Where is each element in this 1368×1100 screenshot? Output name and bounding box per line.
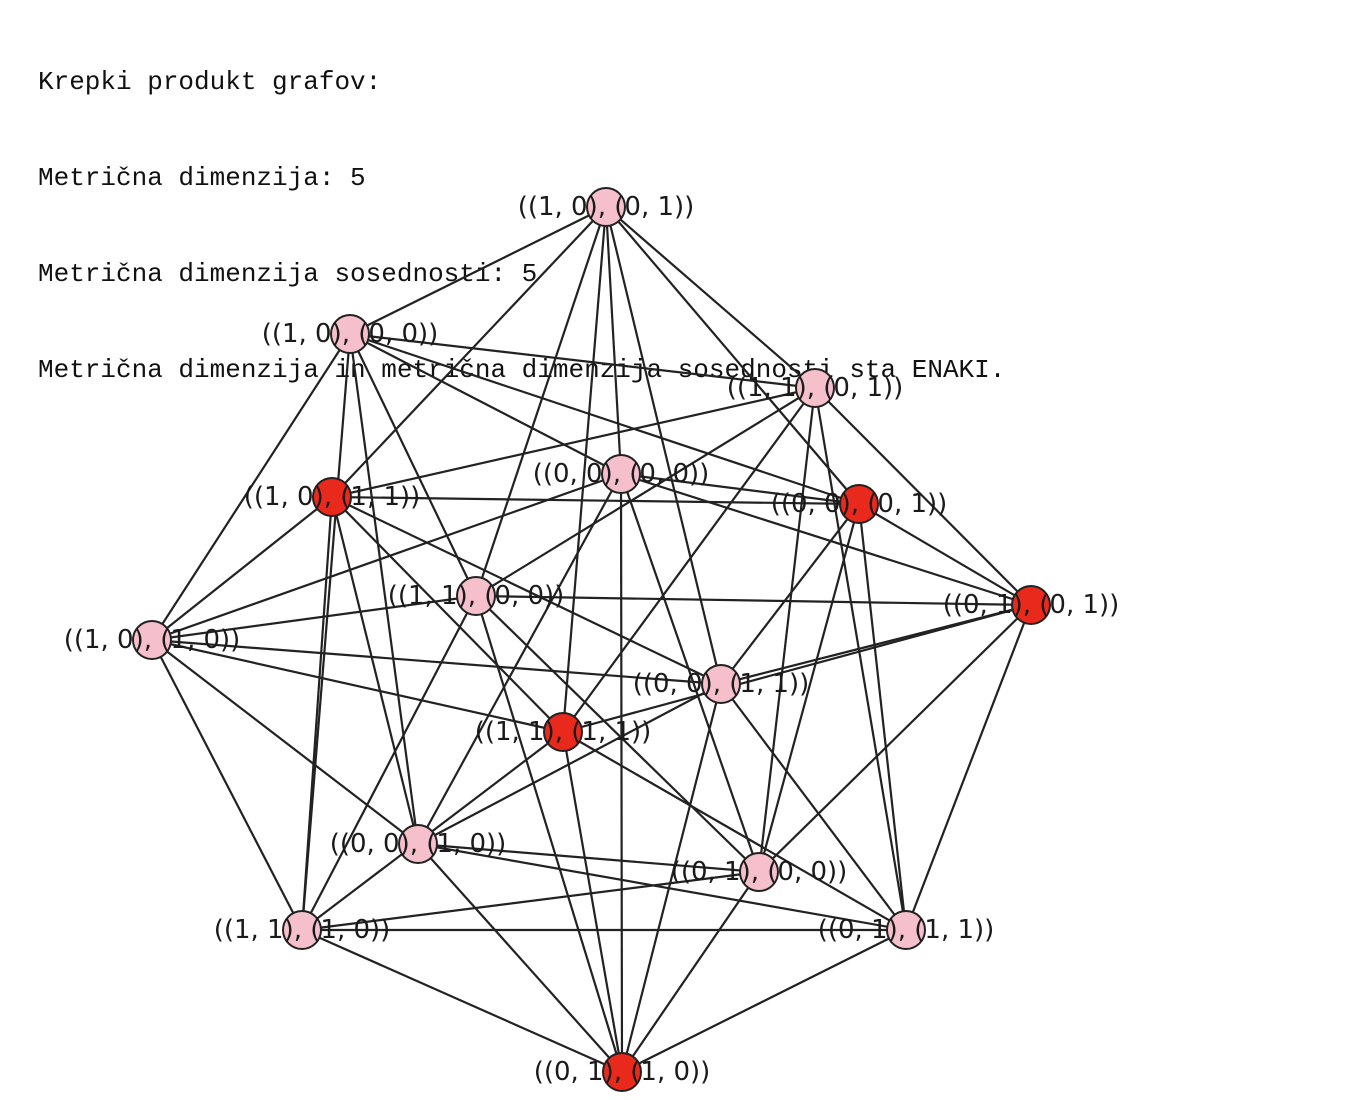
graph-node (398, 824, 438, 864)
graph-edge (349, 333, 622, 475)
graph-edge (349, 332, 860, 506)
graph-edge (300, 333, 352, 931)
graph-nodes (132, 187, 1051, 1092)
graph-edge (331, 386, 816, 499)
graph-node (886, 910, 926, 950)
graph-node-label: ((1, 1), (1, 0)) (214, 915, 391, 945)
graph-edge (151, 333, 351, 641)
graph-node-label: ((0, 1), (0, 0)) (671, 857, 848, 887)
graph-node (132, 620, 172, 660)
graph-edge (417, 843, 623, 1073)
graph-edge (858, 503, 1032, 606)
graph-node-resolving (312, 477, 352, 517)
graph-edge (151, 639, 419, 845)
graph-edge (605, 206, 860, 505)
graph-node-resolving (839, 484, 879, 524)
output-heading: Krepki produkt grafov: (38, 67, 382, 97)
graph-edge (562, 603, 1032, 734)
graph-edge (331, 206, 607, 498)
graph-edge (330, 496, 420, 845)
graph-edges (151, 206, 1033, 1074)
graph-edge (604, 206, 623, 475)
graph-edge (301, 595, 477, 931)
graph-edge (331, 496, 564, 733)
graph-edge (720, 683, 907, 931)
graph-edge (619, 473, 761, 873)
graph-node-label: ((1, 1), (0, 1)) (727, 373, 904, 403)
graph-edge (151, 639, 303, 931)
graph-node (739, 852, 779, 892)
graph-node (586, 187, 626, 227)
adjacency-dimension-line: Metrična dimenzija sosednosti: 5 (38, 259, 538, 289)
graph-edge (349, 332, 816, 390)
graph-edge (620, 683, 723, 1073)
graph-edge (151, 638, 722, 686)
graph-edge (814, 387, 1032, 606)
graph-edge (349, 333, 477, 597)
graph-edge (301, 928, 623, 1074)
graph-edge (151, 638, 564, 734)
cell-output-text: Krepki produkt grafov: Metrična dimenzij… (38, 2, 1005, 418)
graph-edge (331, 495, 860, 506)
graph-node-label: ((1, 0), (1, 0)) (64, 625, 241, 655)
graph-node-label: ((0, 1), (1, 0)) (534, 1057, 711, 1087)
graph-edge (300, 496, 334, 931)
graph-node (330, 314, 370, 354)
graph-edge (757, 503, 861, 873)
graph-edge (475, 594, 1032, 607)
graph-edge (475, 387, 816, 597)
graph-node (282, 910, 322, 950)
graph-edge (620, 472, 1032, 607)
graph-labels: ((1, 0), (0, 1)) ((1, 0), (0, 0)) ((1, 1),… (64, 192, 1120, 1087)
graph-node-label: ((1, 1), (1, 1)) (475, 717, 652, 747)
graph-edge (349, 206, 607, 335)
graph-edge (561, 206, 608, 733)
graph-edge (417, 842, 760, 874)
graph-edge (331, 496, 722, 685)
graph-edge (857, 503, 908, 931)
graph-node-label: ((0, 0), (0, 1)) (771, 489, 948, 519)
graph-node-label: ((1, 0), (1, 1)) (244, 482, 421, 512)
graph-node (456, 576, 496, 616)
graph-edge (417, 473, 622, 845)
graph-edge (758, 604, 1032, 873)
graph-node-label: ((1, 0), (0, 1)) (518, 192, 695, 222)
metric-dimension-line: Metrična dimenzija: 5 (38, 163, 366, 193)
graph-edge (417, 842, 907, 932)
graph-edge (151, 594, 477, 642)
graph-node-resolving (602, 1052, 642, 1092)
graph-edge (301, 870, 760, 932)
graph-edge (474, 206, 608, 597)
graph-node-resolving (1011, 585, 1051, 625)
graph-edge (151, 496, 333, 641)
graph-node-label: ((1, 0), (0, 0)) (262, 319, 439, 349)
graph-edge (604, 206, 723, 685)
graph-edge (475, 595, 760, 873)
graph-edge (904, 604, 1033, 931)
graph-edge (561, 731, 624, 1073)
graph-node-resolving (543, 712, 583, 752)
graph-edge (605, 206, 816, 389)
graph-edge (562, 731, 907, 931)
graph-edge (720, 503, 860, 685)
graph-edge (621, 929, 907, 1073)
graph-node (701, 664, 741, 704)
graph-node (601, 454, 641, 494)
graph-edge (474, 595, 624, 1073)
graph-node-label: ((0, 0), (1, 0)) (330, 829, 507, 859)
graph-edge (619, 473, 624, 1073)
graph-edge (620, 472, 860, 506)
graph-edge (813, 387, 908, 931)
graph-edge (348, 333, 420, 845)
graph-edge (757, 387, 817, 873)
graph-edge (151, 472, 622, 642)
graph-node-label: ((0, 1), (1, 1)) (818, 915, 995, 945)
graph-node-label: ((0, 1), (0, 1)) (943, 590, 1120, 620)
graph-node-label: ((0, 0), (0, 0)) (533, 459, 710, 489)
graph-node-label: ((1, 1), (0, 0)) (388, 581, 565, 611)
graph-node-label: ((0, 0), (1, 1)) (633, 669, 810, 699)
graph-node (795, 368, 835, 408)
graph-edge (621, 871, 760, 1073)
